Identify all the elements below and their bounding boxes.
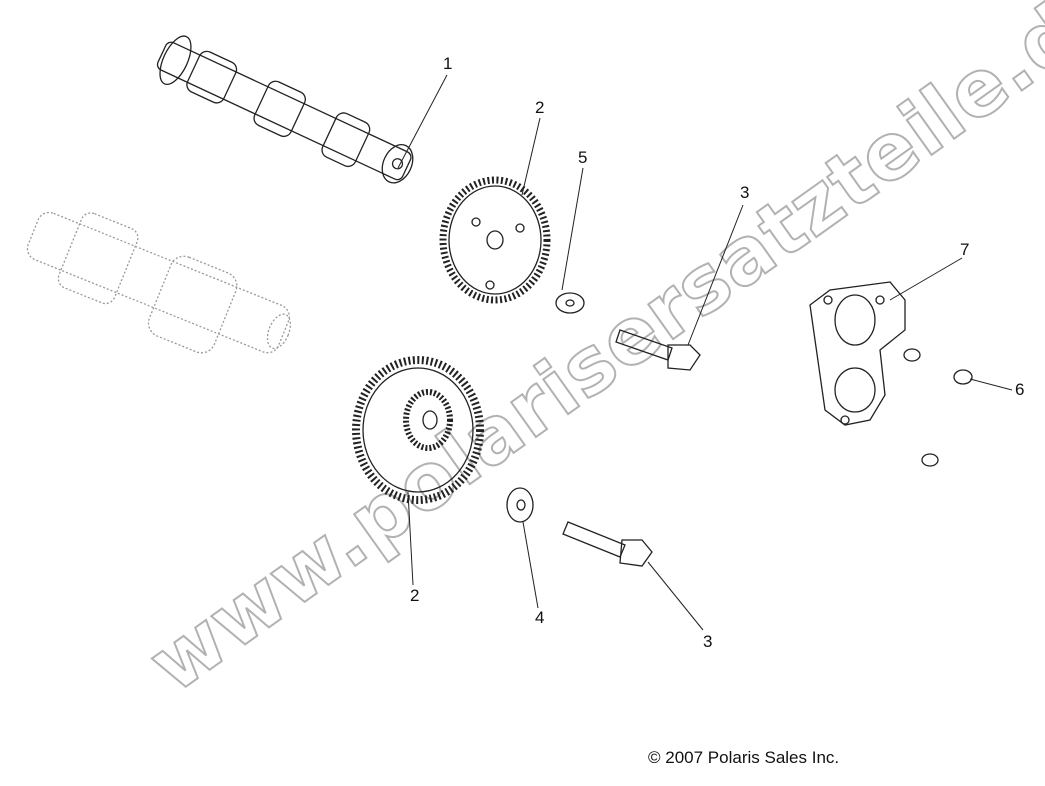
callout-4: 4 bbox=[535, 608, 545, 627]
lower-gear-part bbox=[352, 356, 484, 504]
callout-3-lower: 3 bbox=[703, 632, 713, 651]
callout-6: 6 bbox=[1015, 380, 1025, 399]
leader-lines bbox=[397, 74, 1013, 631]
callout-5: 5 bbox=[578, 148, 588, 167]
upper-bolt-part bbox=[615, 329, 701, 371]
copyright-notice: © 2007 Polaris Sales Inc. bbox=[648, 748, 840, 767]
ghost-rocker-part bbox=[26, 211, 292, 354]
screw-parts bbox=[903, 348, 973, 467]
callout-2-upper: 2 bbox=[535, 98, 545, 117]
lower-bolt-part bbox=[562, 521, 653, 567]
camshaft-part bbox=[156, 35, 414, 184]
callout-7: 7 bbox=[960, 240, 970, 259]
callout-2-lower: 2 bbox=[410, 586, 420, 605]
upper-washer-part bbox=[555, 292, 585, 314]
plate-part bbox=[809, 281, 906, 426]
callout-3-upper: 3 bbox=[740, 183, 750, 202]
lower-washer-part bbox=[506, 487, 534, 523]
upper-gear-part bbox=[439, 176, 551, 304]
callout-1: 1 bbox=[443, 54, 453, 73]
